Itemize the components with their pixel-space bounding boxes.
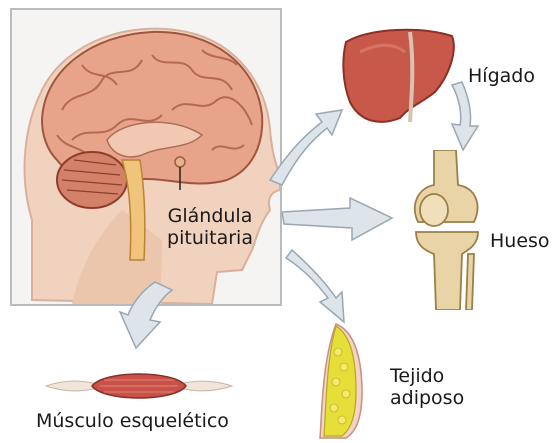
arrow-to-adipose (286, 250, 344, 322)
liver-shape (343, 30, 453, 122)
patella (420, 194, 448, 226)
bone-label: Hueso (490, 230, 550, 252)
adipose-label: Tejido adiposo (390, 365, 464, 409)
muscle-illustration (44, 366, 234, 406)
arrow-to-muscle (120, 282, 172, 348)
liver-label: Hígado (468, 65, 535, 87)
liver-illustration (340, 22, 460, 132)
adipose-label-line2: adiposo (390, 387, 464, 409)
arrow-to-bone (282, 198, 392, 240)
fibula (466, 254, 474, 310)
adipose-illustration (316, 322, 366, 440)
arrow-to-liver (270, 110, 342, 185)
adipose-label-line1: Tejido (390, 365, 464, 387)
bone-illustration (406, 150, 486, 310)
muscle-label: Músculo esquelético (36, 410, 229, 432)
